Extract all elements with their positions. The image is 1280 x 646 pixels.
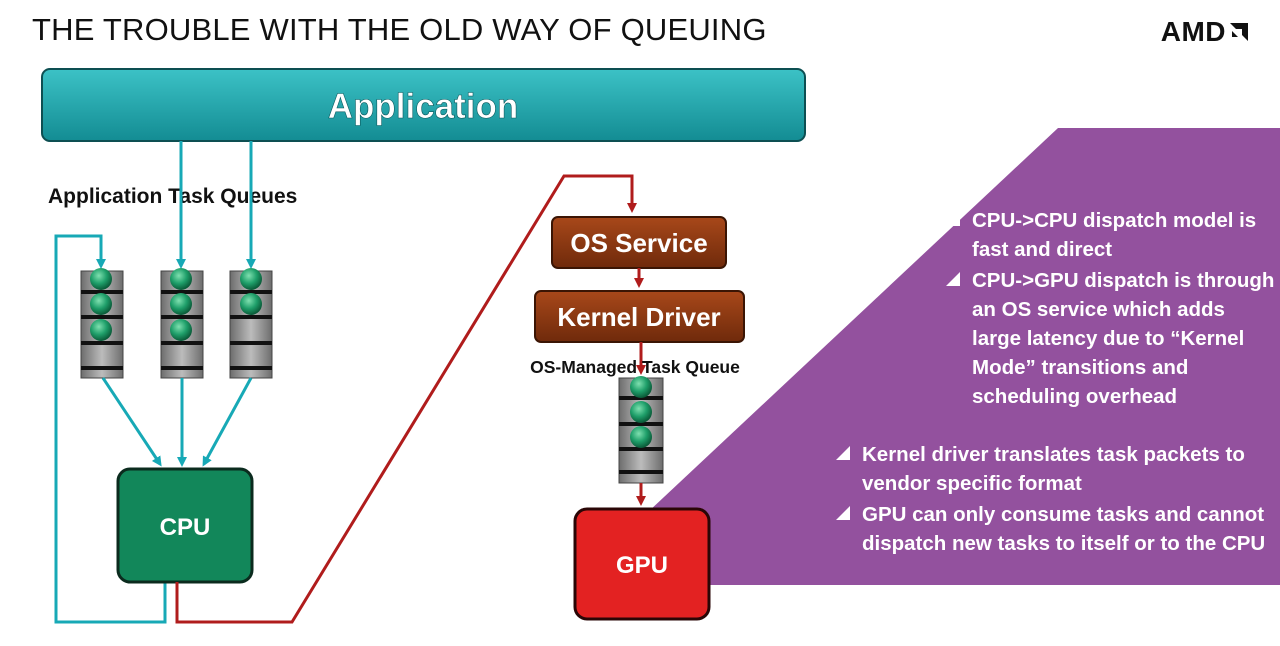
amd-logo: AMD [1161, 16, 1250, 48]
notes-group-1: CPU->CPU dispatch model is fast and dire… [946, 206, 1276, 411]
cpu-to-os-service-line [175, 174, 637, 624]
os-managed-queue-label: OS-Managed Task Queue [530, 357, 740, 377]
note-bullet: Kernel driver translates task packets to… [836, 440, 1276, 498]
cpu-label: CPU [160, 514, 211, 541]
app-task-queues-label: Application Task Queues [48, 185, 297, 208]
application-to-queues-arrows [176, 141, 256, 269]
gpu-box: GPU [573, 507, 711, 621]
kernel-driver-label: Kernel Driver [557, 302, 720, 332]
note-bullet: CPU->GPU dispatch is through an OS servi… [946, 266, 1276, 411]
triangle-bullet-icon [836, 446, 850, 460]
cpu-loopback-line [54, 234, 167, 624]
app-queue-3 [229, 268, 273, 379]
note-text: CPU->CPU dispatch model is fast and dire… [972, 209, 1257, 261]
gpu-label: GPU [616, 552, 668, 579]
note-bullet: GPU can only consume tasks and cannot di… [836, 500, 1276, 558]
application-label: Application [328, 87, 519, 126]
app-queue-1 [80, 268, 124, 379]
note-text: Kernel driver translates task packets to… [862, 443, 1245, 495]
cpu-box: CPU [116, 467, 254, 584]
application-box: Application [41, 68, 806, 142]
triangle-bullet-icon [946, 272, 960, 286]
kernel-driver-box: Kernel Driver [534, 290, 745, 343]
os-managed-queue [618, 376, 664, 484]
triangle-bullet-icon [836, 506, 850, 520]
triangle-bullet-icon [946, 212, 960, 226]
note-text: GPU can only consume tasks and cannot di… [862, 503, 1266, 555]
queues-to-cpu-arrows [101, 377, 253, 467]
amd-arrow-icon [1230, 23, 1248, 41]
logo-text: AMD [1160, 16, 1226, 47]
note-bullet: CPU->CPU dispatch model is fast and dire… [946, 206, 1276, 264]
os-service-box: OS Service [551, 216, 727, 269]
app-queue-2 [160, 268, 204, 379]
note-text: CPU->GPU dispatch is through an OS servi… [972, 269, 1275, 408]
os-service-label: OS Service [570, 228, 707, 258]
slide-title: THE TROUBLE WITH THE OLD WAY OF QUEUING [32, 12, 767, 47]
notes-group-2: Kernel driver translates task packets to… [836, 440, 1276, 558]
